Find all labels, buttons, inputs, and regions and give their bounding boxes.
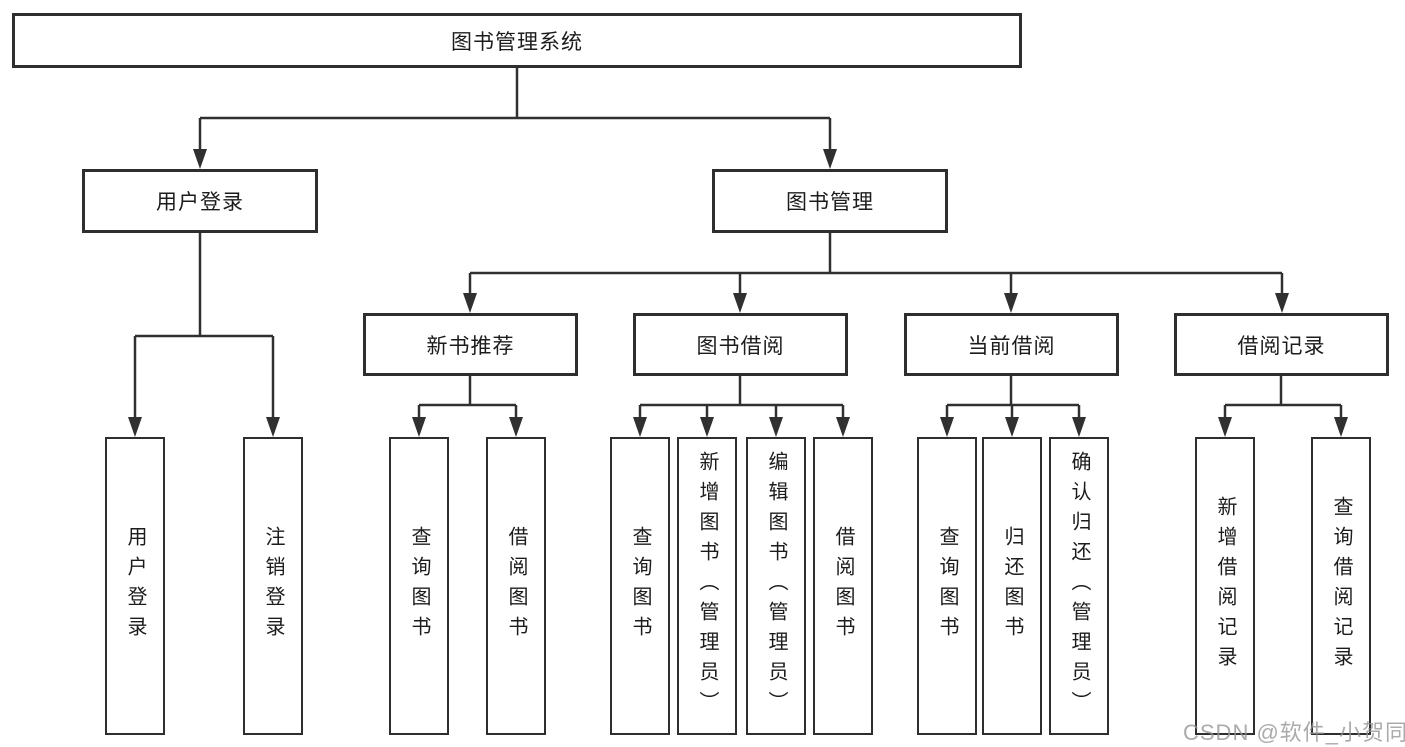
leaf-confirm-return-admin: 确认归还（管理员） [1049, 437, 1109, 735]
leaf-logout: 注销登录 [243, 437, 303, 735]
leaf-label: 查询图书 [936, 526, 958, 646]
node-current-borrow: 当前借阅 [904, 313, 1119, 376]
leaf-label: 借阅图书 [505, 526, 527, 646]
node-label: 用户登录 [156, 191, 244, 214]
leaf-user-login: 用户登录 [105, 437, 165, 735]
node-library-management-system: 图书管理系统 [12, 13, 1022, 68]
node-label: 借阅记录 [1237, 334, 1326, 358]
leaf-label: 确认归还（管理员） [1068, 451, 1090, 721]
leaf-label: 借阅图书 [832, 526, 854, 646]
leaf-label: 编辑图书（管理员） [765, 451, 787, 721]
node-borrow-records: 借阅记录 [1174, 313, 1389, 376]
leaf-label: 用户登录 [124, 526, 146, 646]
leaf-add-borrow-record: 新增借阅记录 [1195, 437, 1255, 735]
node-label: 当前借阅 [967, 334, 1056, 358]
leaf-label: 查询图书 [629, 526, 651, 646]
leaf-borrow-books-recommend: 借阅图书 [486, 437, 546, 735]
leaf-query-books-current: 查询图书 [917, 437, 977, 735]
leaf-label: 归还图书 [1001, 526, 1023, 646]
leaf-return-book: 归还图书 [982, 437, 1042, 735]
leaf-query-books-recommend: 查询图书 [389, 437, 449, 735]
node-book-borrow: 图书借阅 [633, 313, 848, 376]
watermark: CSDN @软件_小贺同学 [1183, 720, 1405, 745]
node-label: 图书管理系统 [451, 30, 583, 54]
node-label: 图书管理 [786, 191, 874, 214]
leaf-query-books-borrow: 查询图书 [610, 437, 670, 735]
leaf-label: 注销登录 [262, 526, 284, 646]
node-label: 新书推荐 [426, 334, 515, 358]
node-label: 图书借阅 [696, 334, 785, 358]
leaf-add-book-admin: 新增图书（管理员） [677, 437, 737, 735]
leaf-borrow-books: 借阅图书 [813, 437, 873, 735]
leaf-label: 查询图书 [408, 526, 430, 646]
leaf-label: 查询借阅记录 [1330, 496, 1352, 676]
leaf-label: 新增借阅记录 [1214, 496, 1236, 676]
leaf-label: 新增图书（管理员） [696, 451, 718, 721]
node-book-management: 图书管理 [712, 169, 948, 233]
node-new-book-recommend: 新书推荐 [363, 313, 578, 376]
leaf-edit-book-admin: 编辑图书（管理员） [746, 437, 806, 735]
node-user-login: 用户登录 [82, 169, 318, 233]
leaf-query-borrow-record: 查询借阅记录 [1311, 437, 1371, 735]
